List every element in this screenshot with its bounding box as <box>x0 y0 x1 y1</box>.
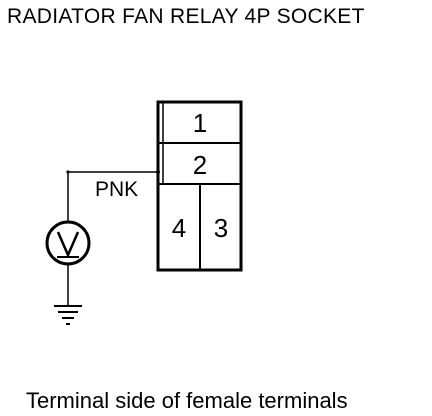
diagram-title: RADIATOR FAN RELAY 4P SOCKET <box>7 5 365 28</box>
relay-socket-connector <box>156 100 243 272</box>
terminal-4-label: 4 <box>172 213 186 243</box>
terminal-3-label: 3 <box>214 213 228 243</box>
wire-junction <box>66 170 70 174</box>
ground-icon <box>54 305 82 325</box>
wire-color-label: PNK <box>95 178 138 201</box>
voltmeter-icon <box>45 220 91 266</box>
terminal-1-label: 1 <box>193 108 207 138</box>
diagram-caption: Terminal side of female terminals <box>26 388 348 413</box>
terminal-2-label: 2 <box>193 150 207 180</box>
probe-tip <box>156 170 160 174</box>
